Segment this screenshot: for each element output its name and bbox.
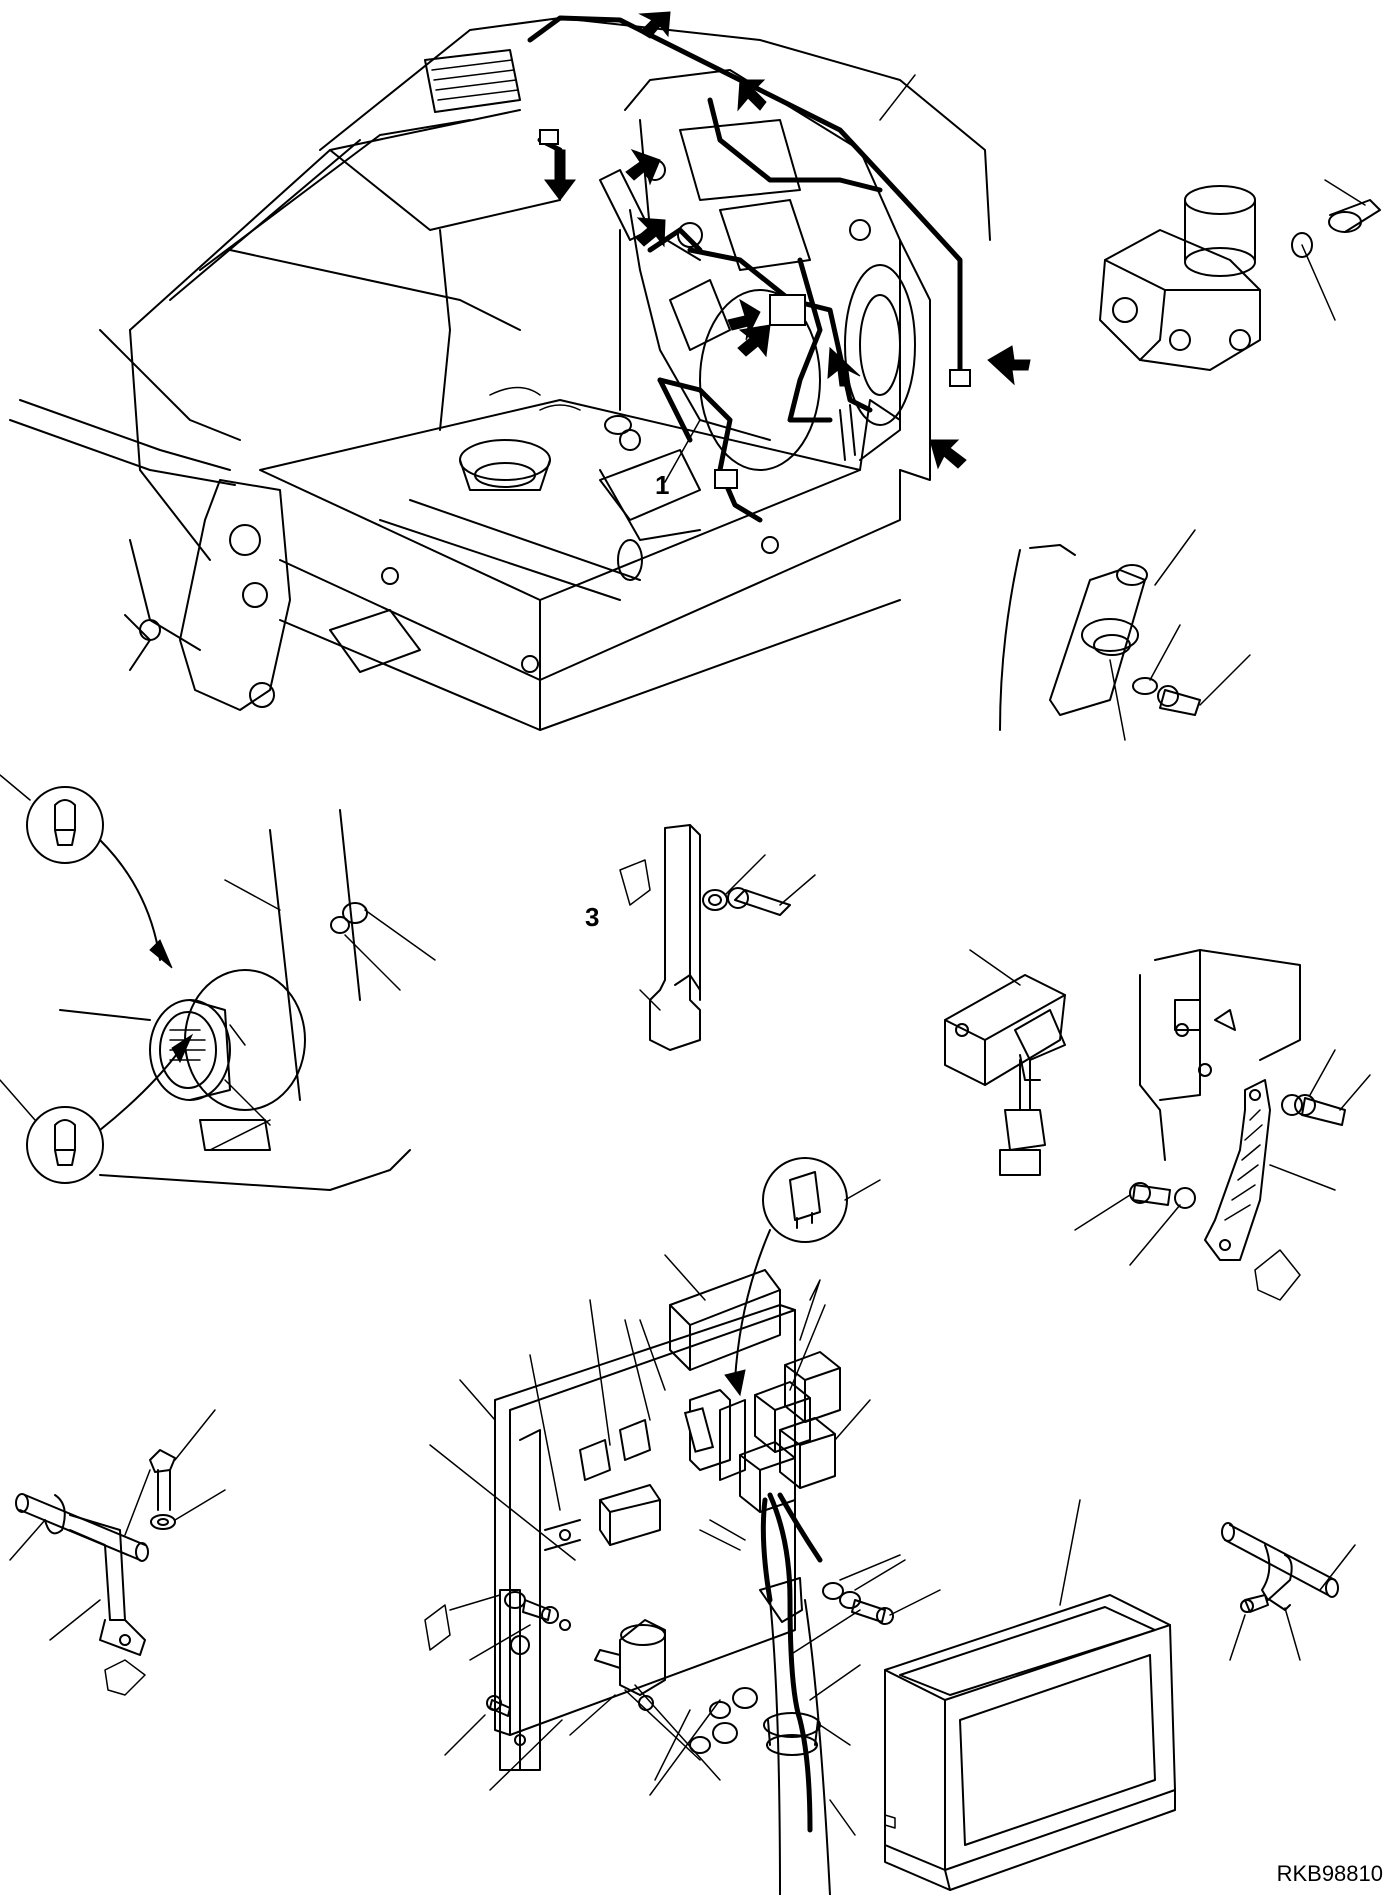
cable-clamp-right-detail xyxy=(1221,1522,1356,1661)
hose-clamp-detail xyxy=(999,529,1251,741)
arrow-icon xyxy=(625,149,661,186)
arrow-icon xyxy=(987,345,1031,386)
arrow-icon xyxy=(544,149,576,201)
arrow-icon xyxy=(635,217,666,248)
callout-item-3: 3 xyxy=(585,902,600,932)
machine-frame-view xyxy=(9,11,1031,731)
relay-detail xyxy=(944,949,1066,1176)
callout-item-1: 1 xyxy=(655,470,670,500)
arrow-icon xyxy=(737,79,767,112)
arrow-icon xyxy=(737,324,771,358)
arrow-icon xyxy=(638,11,671,39)
arrow-icon xyxy=(929,439,967,470)
relay-box-detail xyxy=(424,1157,941,1895)
lamp-detail xyxy=(0,774,436,1191)
arrow-icon xyxy=(727,298,761,341)
arrow-icon xyxy=(827,346,861,387)
controller-detail xyxy=(884,1499,1176,1891)
ground-strap-detail xyxy=(1074,949,1371,1301)
bracket-detail xyxy=(619,824,816,1051)
pressure-switch-detail xyxy=(1099,179,1381,371)
drawing-reference-code: RKB98810 xyxy=(1276,1861,1383,1886)
cable-clamp-left-detail xyxy=(9,1409,226,1696)
